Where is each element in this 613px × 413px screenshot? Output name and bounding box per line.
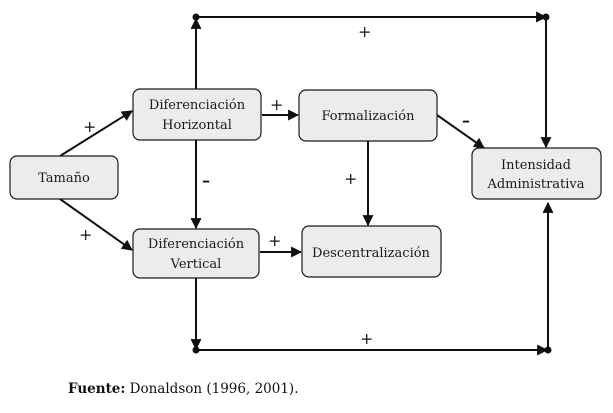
junction-dot-top-right bbox=[542, 13, 550, 21]
source-text: Donaldson (1996, 2001). bbox=[125, 381, 299, 397]
sign-dif-horizontal-dif-vertical: – bbox=[202, 171, 210, 190]
node-label-line-2: Vertical bbox=[170, 257, 222, 272]
node-diferenciacion-horizontal: Diferenciación Horizontal bbox=[132, 88, 262, 141]
sign-dif-vertical-intensidad: + bbox=[360, 329, 373, 348]
node-label: Descentralización bbox=[312, 246, 431, 261]
node-label-line-2: Administrativa bbox=[486, 177, 584, 192]
node-label-line-1: Diferenciación bbox=[149, 98, 246, 113]
node-label: Formalización bbox=[322, 109, 416, 124]
junction-dot-top-left bbox=[192, 13, 200, 21]
sign-tamano-dif-vertical: + bbox=[79, 225, 92, 244]
sign-dif-horizontal-formalizacion: + bbox=[270, 95, 283, 114]
sign-formalizacion-intensidad: – bbox=[462, 111, 470, 130]
node-descentralizacion: Descentralización bbox=[301, 225, 442, 278]
node-label-line-2: Horizontal bbox=[162, 118, 232, 133]
sign-tamano-dif-horizontal: + bbox=[83, 117, 96, 136]
sign-dif-horizontal-intensidad: + bbox=[358, 22, 371, 41]
sign-formalizacion-descentralizacion: + bbox=[344, 169, 357, 188]
node-formalizacion: Formalización bbox=[298, 89, 438, 142]
node-label-line-1: Diferenciación bbox=[148, 237, 245, 252]
source-caption: Fuente: Donaldson (1996, 2001). bbox=[68, 381, 298, 397]
node-intensidad-administrativa: Intensidad Administrativa bbox=[471, 147, 602, 200]
node-label-line-1: Intensidad bbox=[501, 158, 571, 173]
junction-dot-bottom-left bbox=[192, 346, 200, 354]
sign-dif-vertical-descentralizacion: + bbox=[268, 231, 281, 250]
edge-formalizacion-to-intensidad bbox=[436, 114, 485, 149]
node-diferenciacion-vertical: Diferenciación Vertical bbox=[132, 228, 260, 279]
node-tamano: Tamaño bbox=[9, 155, 119, 200]
source-label: Fuente: bbox=[68, 381, 126, 397]
edge-tamano-to-dif-vertical bbox=[59, 198, 133, 251]
junction-dot-bottom-right bbox=[544, 346, 552, 354]
edge-tamano-to-dif-horizontal bbox=[59, 110, 133, 157]
node-label: Tamaño bbox=[38, 171, 90, 186]
